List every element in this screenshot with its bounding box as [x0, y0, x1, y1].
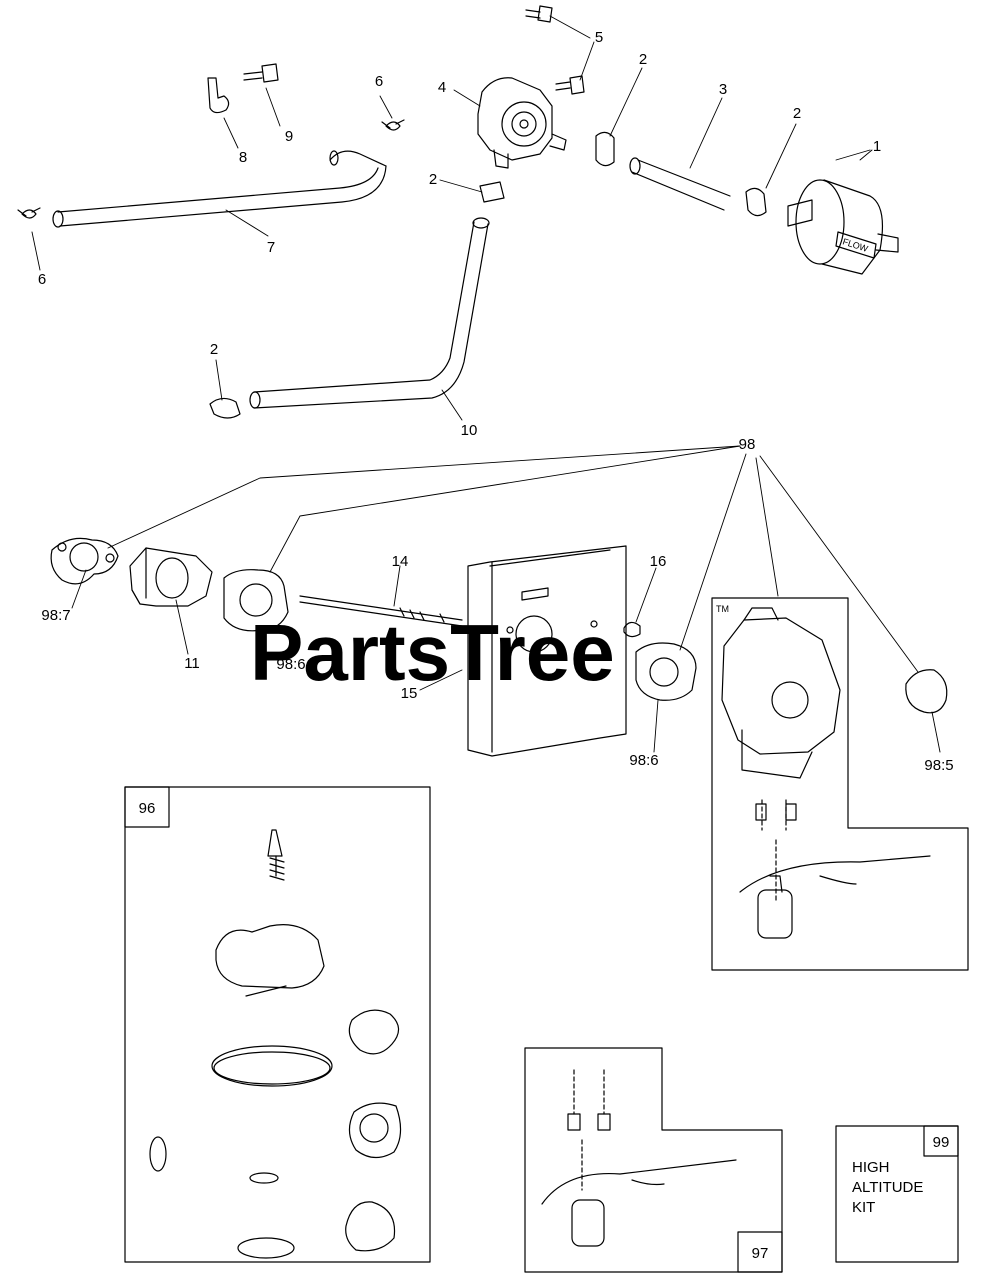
callout-98-6-right: 98:6: [629, 752, 658, 769]
callout-4: 4: [438, 79, 446, 96]
kit-96-label-box: [124, 786, 170, 828]
carburetor-box: [711, 597, 969, 971]
part-3-short-hose: [629, 157, 731, 211]
part-6-clamp-right: [381, 119, 405, 131]
callout-15: 15: [401, 685, 418, 702]
filter-flow-label: FLOW: [841, 236, 869, 254]
part-5-screw-lower: [555, 75, 585, 95]
high-altitude-line1: HIGH: [852, 1159, 890, 1176]
part-98-6-gasket-right: [635, 642, 697, 701]
callout-2-right: 2: [793, 105, 801, 122]
callout-14: 14: [392, 553, 409, 570]
part-8-clip: [207, 77, 230, 114]
part-2-clamp-right: [745, 187, 767, 217]
part-2-clamp-pump: [479, 181, 505, 203]
callout-6-left: 6: [38, 271, 46, 288]
callout-2-pump: 2: [429, 171, 437, 188]
watermark-text: PartsTree: [250, 608, 615, 697]
part-5-screw-top: [525, 5, 553, 23]
part-11-spacer: [129, 547, 213, 607]
kit-99-label-box: [923, 1125, 959, 1157]
part-14-stud: [299, 595, 463, 627]
kit-99-label: 99: [933, 1134, 950, 1151]
callout-98-7: 98:7: [41, 607, 70, 624]
carburetor-assembly: [721, 607, 931, 939]
watermark-trademark: TM: [716, 604, 729, 614]
callout-2-lower: 2: [210, 341, 218, 358]
kit-96-label: 96: [139, 800, 156, 817]
part-4-fuel-pump: [477, 77, 567, 169]
kit-97-parts: [541, 1069, 737, 1247]
callout-11: 11: [184, 655, 200, 672]
part-7-fuel-line: [52, 150, 387, 228]
part-10-hose: [249, 217, 490, 409]
callout-5: 5: [595, 29, 603, 46]
part-98-7-gasket: [50, 537, 119, 585]
callout-98: 98: [739, 436, 756, 453]
part-98-5-gasket: [905, 669, 948, 714]
callout-2-mid: 2: [639, 51, 647, 68]
callout-8: 8: [239, 149, 247, 166]
callout-6-top: 6: [375, 73, 383, 90]
high-altitude-line2: ALTITUDE: [852, 1179, 923, 1196]
kit-99-box: [835, 1125, 959, 1263]
callout-labels: 1 2 2 2 2 3 4 5 6 6 7 8 9 10 98 98:7 11 …: [38, 29, 954, 774]
part-6-clamp-left: [17, 207, 41, 219]
leader-lines: [31, 15, 941, 753]
part-2-clamp-lower: [209, 397, 241, 419]
watermark: PartsTree TM: [250, 604, 729, 697]
kit-97-label-box: [737, 1231, 783, 1273]
high-altitude-line3: KIT: [852, 1199, 875, 1216]
callout-98-6-left: 98:6: [276, 656, 305, 673]
callout-10: 10: [461, 422, 478, 439]
callout-1: 1: [873, 138, 881, 155]
callout-9: 9: [285, 128, 293, 145]
kit-97-box: [524, 1047, 783, 1273]
part-16-clamp: [623, 621, 641, 638]
kit-96-box: [124, 786, 431, 1263]
part-15-heat-shield: [467, 545, 627, 757]
part-98-6-gasket-left: [223, 569, 289, 632]
part-1-fuel-filter: [787, 179, 899, 275]
callout-16: 16: [650, 553, 667, 570]
kit-97-label: 97: [752, 1245, 769, 1262]
part-9-bolt: [243, 63, 279, 83]
callout-98-5: 98:5: [924, 757, 953, 774]
callout-3: 3: [719, 81, 727, 98]
kit-96-parts: [149, 829, 402, 1259]
kit-labels: 96 97 99 HIGH ALTITUDE KIT: [139, 800, 950, 1262]
callout-7: 7: [267, 239, 275, 256]
part-2-clamp-mid: [595, 131, 615, 167]
